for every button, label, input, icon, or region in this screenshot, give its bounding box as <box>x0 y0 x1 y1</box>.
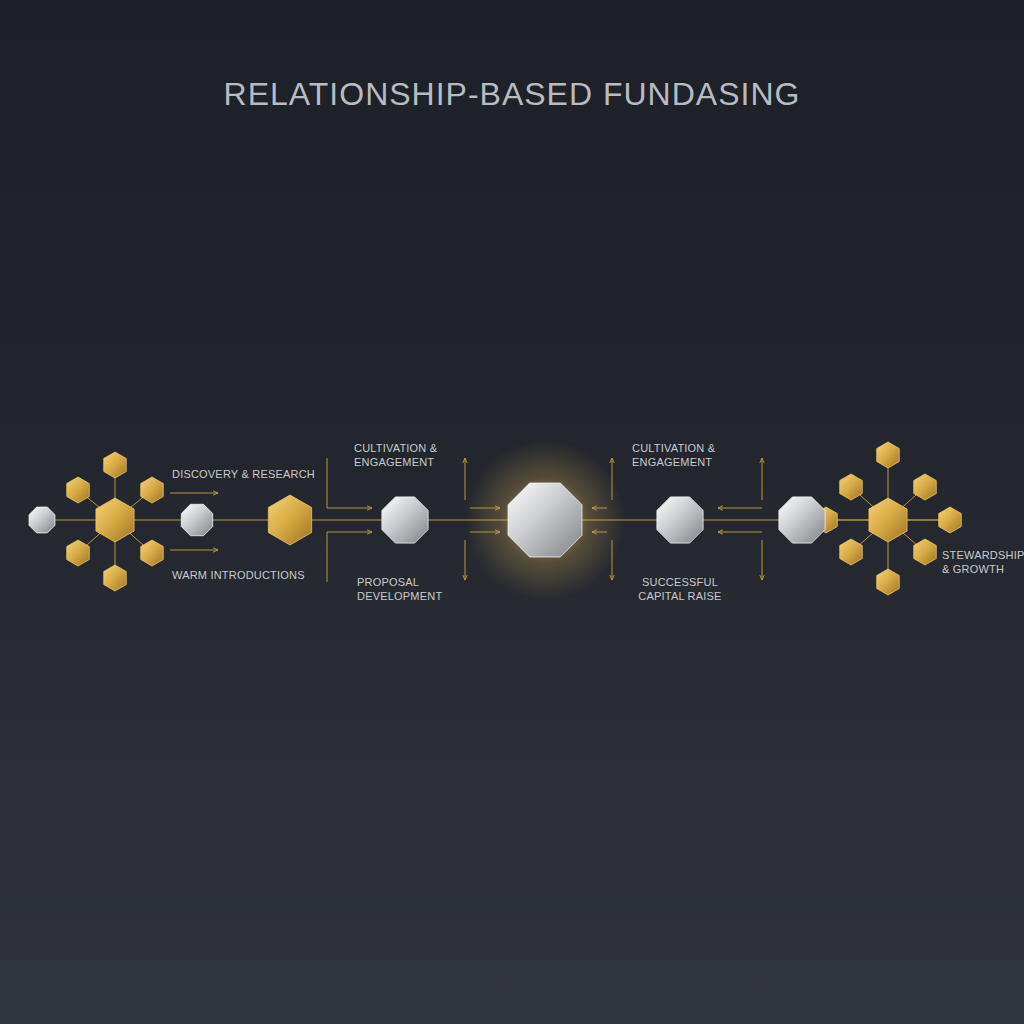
stage-label: SUCCESSFUL CAPITAL RAISE <box>638 576 721 602</box>
stage-label: PROPOSAL DEVELOPMENT <box>357 576 442 602</box>
stage-label: STEWARDSHIP & GROWTH <box>942 549 1024 575</box>
silver-octagon <box>29 507 55 533</box>
flow-arrow <box>762 458 763 500</box>
stage-label: WARM INTRODUCTIONS <box>172 569 305 581</box>
stage-label-box: DISCOVERY & RESEARCH <box>172 467 322 481</box>
silver-octagon <box>181 504 212 535</box>
flow-arrow <box>470 508 500 509</box>
flow-arrow <box>465 540 466 580</box>
silver-octagon <box>382 497 428 543</box>
gold-hexagon <box>141 540 164 566</box>
gold-hexagon <box>141 477 164 503</box>
gold-hexagon <box>840 539 863 565</box>
gold-hexagon <box>104 452 127 478</box>
flow-arrow <box>718 508 762 509</box>
gold-hexagon <box>877 569 900 595</box>
flow-arrow <box>718 532 762 533</box>
stage-label: DISCOVERY & RESEARCH <box>172 468 315 480</box>
flow-arrow <box>592 508 607 509</box>
gold-hexagon <box>869 498 907 542</box>
diagram-title: RELATIONSHIP-BASED FUNDASING <box>224 76 801 112</box>
stage-label-box: CULTIVATION & ENGAGEMENT <box>632 441 732 469</box>
gold-hexagon <box>96 498 134 542</box>
gold-hexagon <box>67 477 90 503</box>
title-block: RELATIONSHIP-BASED FUNDASING <box>0 76 1024 113</box>
flow-arrow <box>470 532 500 533</box>
stage-label-box: PROPOSAL DEVELOPMENT <box>357 575 457 603</box>
gold-hexagon <box>914 539 937 565</box>
gold-hexagon <box>939 507 962 533</box>
stage-label: CULTIVATION & ENGAGEMENT <box>354 442 437 468</box>
gold-hexagon <box>877 442 900 468</box>
stage-label-box: STEWARDSHIP & GROWTH <box>942 548 1018 576</box>
flow-arrow <box>327 532 372 582</box>
silver-octagon <box>508 483 582 557</box>
flow-arrow <box>592 532 607 533</box>
silver-octagon <box>657 497 703 543</box>
silver-octagon <box>779 497 825 543</box>
gold-hexagon <box>67 540 90 566</box>
flow-arrow <box>465 458 466 500</box>
gold-hexagon <box>104 565 127 591</box>
stage-label: CULTIVATION & ENGAGEMENT <box>632 442 715 468</box>
gold-hexagon <box>914 474 937 500</box>
stage-label-box: WARM INTRODUCTIONS <box>172 568 322 582</box>
gold-hexagon <box>268 495 311 545</box>
flow-arrow <box>762 540 763 580</box>
gold-hexagon <box>840 474 863 500</box>
stage-label-box: CULTIVATION & ENGAGEMENT <box>354 441 454 469</box>
flow-arrow <box>612 458 613 500</box>
flow-arrow <box>170 493 218 494</box>
stage-label-box: SUCCESSFUL CAPITAL RAISE <box>630 575 730 603</box>
glow-halo <box>465 440 625 600</box>
flow-arrow <box>612 540 613 580</box>
flow-arrow <box>170 550 218 551</box>
